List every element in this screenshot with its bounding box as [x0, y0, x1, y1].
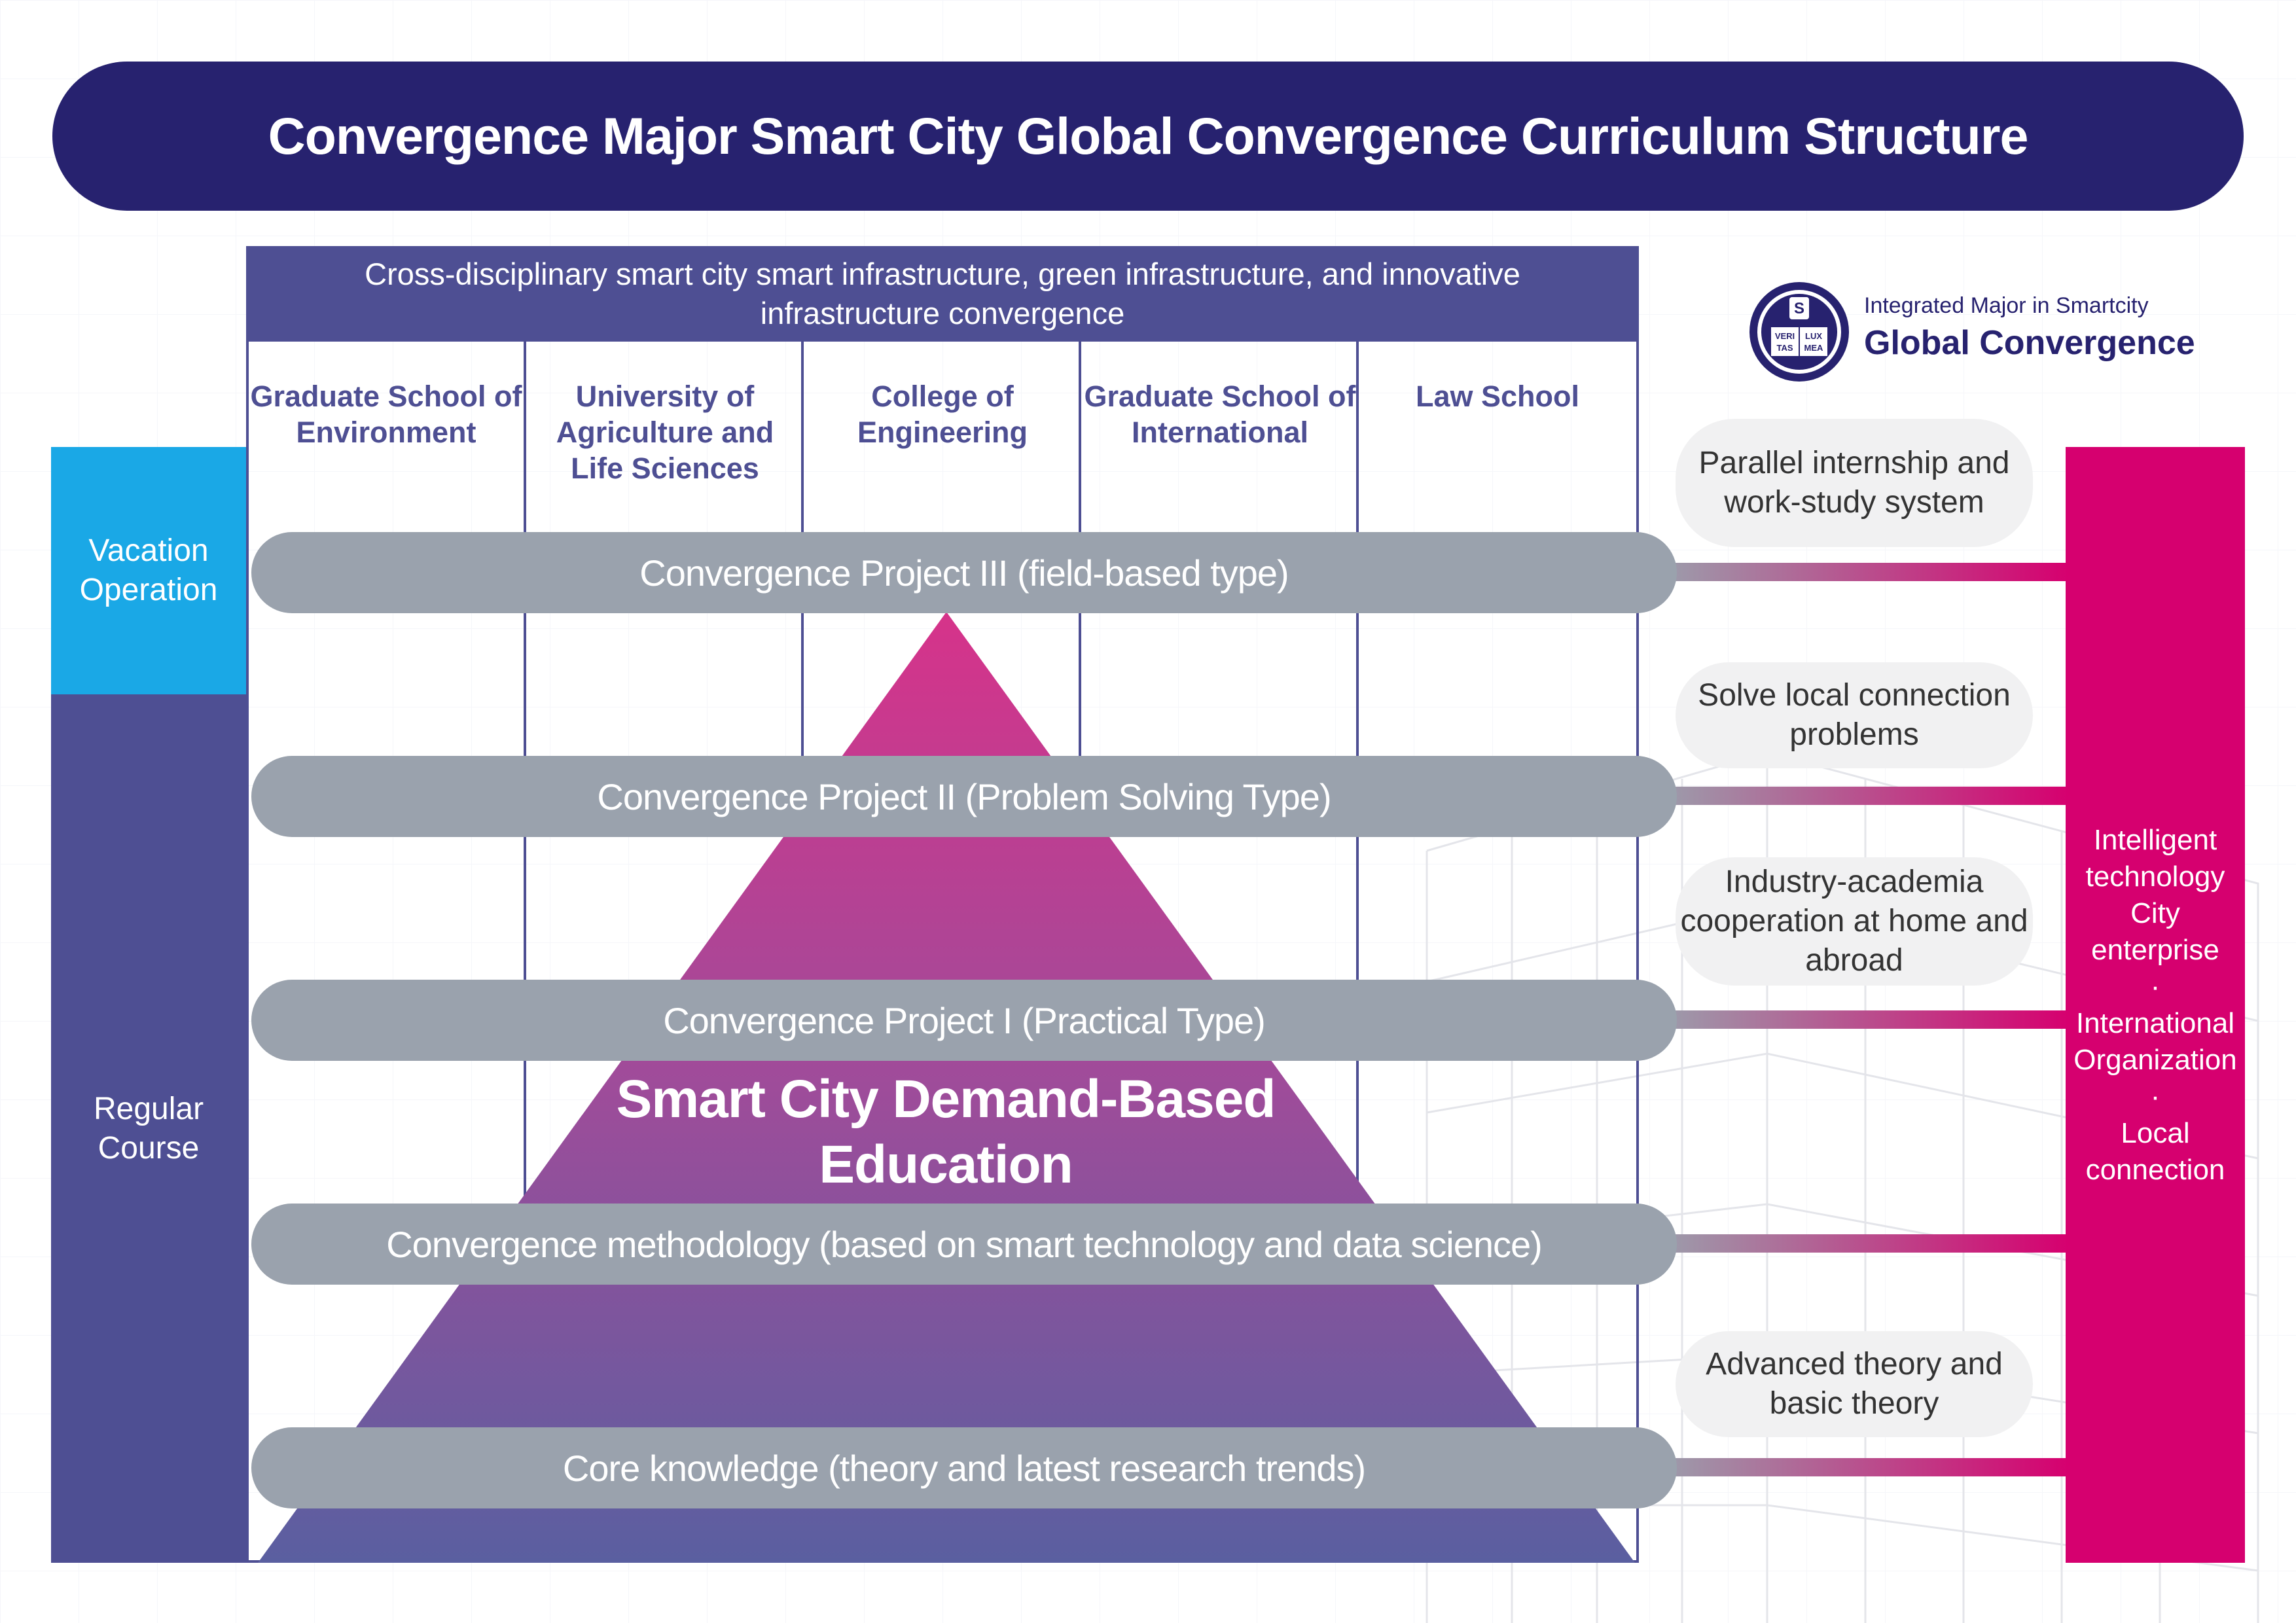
university-seal-icon: S VERI LUX TAS MEA: [1749, 282, 1849, 382]
right-bar-line: Organization: [2073, 1043, 2237, 1076]
cross-disciplinary-header: Cross-disciplinary smart city smart infr…: [246, 246, 1639, 342]
bar-convergence-project-2: Convergence Project II (Problem Solving …: [251, 756, 1677, 837]
seal-text-tas: TAS: [1776, 343, 1793, 353]
right-bar-line: International: [2075, 1007, 2235, 1039]
note-local-problems: Solve local connection problems: [1676, 662, 2033, 768]
column-divider: [1356, 342, 1359, 1563]
right-bar-separator: ·: [2150, 970, 2161, 1003]
note-industry-academia: Industry-academia cooperation at home an…: [1676, 857, 2033, 986]
logo-subtitle: Integrated Major in Smartcity: [1864, 293, 2149, 318]
bar-convergence-project-1: Convergence Project I (Practical Type): [251, 980, 1677, 1061]
column-agriculture-life-sciences: University of Agriculture and Life Scien…: [556, 380, 774, 485]
right-bar-line: connection: [2085, 1153, 2225, 1186]
right-bar-separator: ·: [2150, 1080, 2161, 1113]
label-vacation-operation: Vacation Operation: [51, 447, 246, 694]
svg-text:S: S: [1794, 300, 1804, 317]
right-bar-line: Intelligent: [2093, 823, 2217, 856]
column-graduate-school-of-environment: Graduate School of Environment: [250, 380, 522, 449]
seal-text-mea: MEA: [1804, 343, 1824, 353]
note-internship: Parallel internship and work-study syste…: [1676, 419, 2033, 547]
bar-convergence-project-3: Convergence Project III (field-based typ…: [251, 532, 1677, 613]
right-bar-line: technology: [2085, 860, 2225, 893]
right-stakeholder-bar: Intelligent technology City enterprise ·…: [2066, 447, 2245, 1563]
seal-text-lux: LUX: [1805, 331, 1822, 341]
note-theory: Advanced theory and basic theory: [1676, 1331, 2033, 1437]
page-title: Convergence Major Smart City Global Conv…: [268, 107, 2029, 165]
right-bar-line: enterprise: [2091, 933, 2219, 966]
column-law-school: Law School: [1415, 380, 1580, 413]
logo-title: Global Convergence: [1864, 324, 2195, 362]
bar-convergence-methodology: Convergence methodology (based on smart …: [251, 1204, 1677, 1285]
right-bar-line: Local: [2121, 1116, 2190, 1149]
column-divider: [524, 342, 526, 1563]
program-logo: S VERI LUX TAS MEA Integrated Major in S…: [1746, 279, 2204, 383]
title-banner: Convergence Major Smart City Global Conv…: [52, 62, 2244, 211]
right-bar-line: City: [2130, 897, 2180, 929]
label-regular-course: Regular Course: [51, 694, 246, 1563]
column-college-of-engineering: College of Engineering: [857, 380, 1028, 449]
bar-core-knowledge: Core knowledge (theory and latest resear…: [251, 1427, 1677, 1508]
column-graduate-school-of-international: Graduate School of International: [1084, 380, 1356, 449]
pyramid-label: Smart City Demand-Based Education: [616, 1069, 1276, 1194]
seal-text-veri: VERI: [1775, 331, 1795, 341]
